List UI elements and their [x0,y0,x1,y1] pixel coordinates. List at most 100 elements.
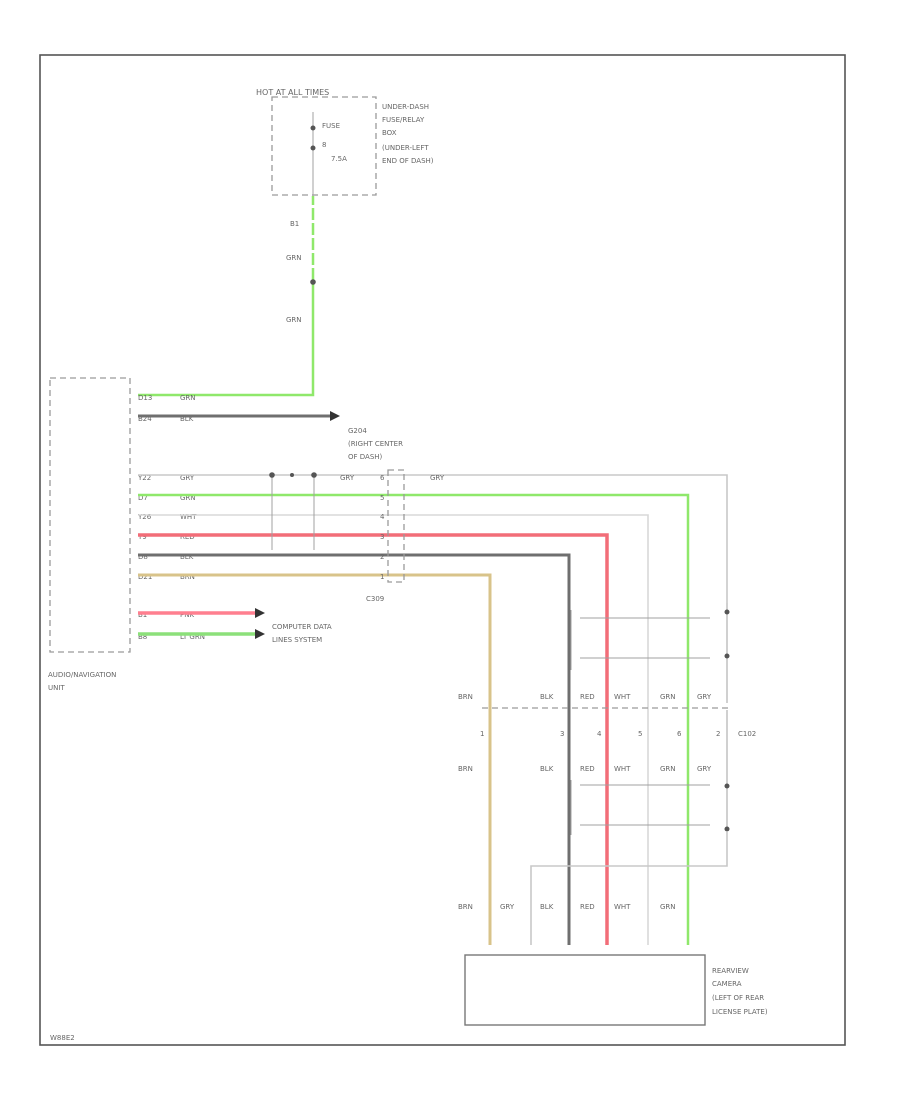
shield-dot-3 [290,473,294,477]
pin-b1-color: PNK [180,611,194,619]
c102-top-color-3: RED [580,693,595,701]
pin-b8: B8 [138,633,147,641]
camera-name-3: (LEFT OF REAR [712,994,764,1002]
audio-unit-pins: D13 GRN B24 BLK Y22 GRY D7 GRN Y26 WHT Y… [137,394,205,641]
fuse-box-location-4: (UNDER-LEFT [382,144,429,152]
c102-bottom-color-1: BRN [458,765,473,773]
c309-pin-5: 5 [380,494,384,502]
camera-color-3: BLK [540,903,554,911]
camera-color-4: RED [580,903,595,911]
c309-outline [387,469,405,583]
pin-d13: D13 [138,394,152,402]
fuse-number: 8 [322,141,326,149]
c102-top-color-1: BRN [458,693,473,701]
audio-navigation-unit: AUDIO/NAVIGATION UNIT [48,377,131,692]
c309-top-color: GRY [340,474,355,482]
ground-location-2: OF DASH) [348,453,383,461]
wire-red [138,533,609,945]
power-label: HOT AT ALL TIMES [256,88,329,97]
c309-pin-3: 3 [380,533,384,541]
camera-color-5: WHT [614,903,631,911]
audio-unit-name-2: UNIT [48,684,65,692]
upper-shield-dot-1 [724,609,730,615]
computer-data-label-1: COMPUTER DATA [272,623,332,631]
c102-pin-1: 1 [480,730,484,738]
wire-wht [138,514,649,945]
c309-pin-6: 6 [380,474,385,482]
feed-pin-top: B1 [290,220,299,228]
fuse-name: FUSE [322,122,340,130]
c102-pin-2: 2 [716,730,720,738]
fuse-box-location-3: BOX [382,129,397,137]
pin-d8: D8 [138,553,148,561]
feed-wire-splice [310,279,316,285]
pin-b24: B24 [138,415,152,423]
wire-grn [138,493,690,945]
c309-pin-4: 4 [380,513,385,521]
lower-shield [570,710,730,835]
c102-name: C102 [738,730,756,738]
pin-b24-color: BLK [180,415,194,423]
feed-color-lower: GRN [286,316,302,324]
fuse-box-location-5: END OF DASH) [382,157,434,165]
pin-y22-color: GRY [180,474,195,482]
c102-pin-6: 6 [677,730,682,738]
pin-y26-color: WHT [180,513,197,521]
wire-gry [138,474,728,603]
pin-y9: Y9 [137,533,147,541]
c102-pin-3: 3 [560,730,564,738]
shield-dot-2 [311,472,317,478]
pin-d21-color: BRN [180,573,195,581]
pin-d7-color: GRN [180,494,196,502]
c102-pin-4: 4 [597,730,602,738]
camera-name-1: REARVIEW [712,967,749,975]
diagram-code: W88E2 [50,1034,75,1042]
pin-y9-color: RED [180,533,195,541]
pin-y26: Y26 [137,513,152,521]
shield-markers [269,472,317,550]
c309-pin-2: 2 [380,553,384,561]
computer-data-lines: COMPUTER DATA LINES SYSTEM [138,608,332,644]
ground-name: G204 [348,427,367,435]
fuse-rating: 7.5A [331,155,347,163]
connector-c102: BRN BLK RED WHT GRN GRY 1 3 4 5 6 2 C102… [458,693,756,773]
shield-dot-1 [269,472,275,478]
camera-name-2: CAMERA [712,980,742,988]
c102-bottom-color-4: WHT [614,765,631,773]
fuse-box-location-2: FUSE/RELAY [382,116,425,124]
diagram-border [39,54,846,1046]
c102-top-color-6: GRY [697,693,712,701]
pin-y22: Y22 [137,474,151,482]
feed-wire: B1 GRN GRN [138,175,316,397]
lower-shield-dot-2 [724,826,730,832]
data-arrow-ltgrn [255,629,265,639]
camera-harness [138,474,728,945]
c102-bottom-color-6: GRY [697,765,712,773]
camera-color-6: GRN [660,903,676,911]
connector-c309: GRY GRY 6 5 4 3 2 1 C309 [340,469,445,603]
c102-top-color-2: BLK [540,693,554,701]
c309-name: C309 [366,595,384,603]
wire-brn [138,573,492,945]
pin-d21: D21 [138,573,152,581]
c309-pin-1: 1 [380,573,384,581]
fuse-box-outline [271,96,377,196]
audio-unit-name-1: AUDIO/NAVIGATION [48,671,116,679]
fuse-box: HOT AT ALL TIMES UNDER-DASH FUSE/RELAY B… [256,88,434,196]
camera-color-1: BRN [458,903,473,911]
c102-bottom-color-2: BLK [540,765,554,773]
computer-data-label-2: LINES SYSTEM [272,636,322,644]
camera-outline [464,954,706,1026]
pin-b1: B1 [138,611,147,619]
upper-shield [570,603,730,703]
fuse-terminal-bottom [310,145,316,151]
c102-bottom-color-3: RED [580,765,595,773]
c102-bottom-color-5: GRN [660,765,676,773]
upper-shield-dot-2 [724,653,730,659]
feed-wire-line [138,196,315,397]
c102-top-color-5: GRN [660,693,676,701]
pin-d7: D7 [138,494,148,502]
ground-location-1: (RIGHT CENTER [348,440,403,448]
fuse-terminal-top [310,125,316,131]
